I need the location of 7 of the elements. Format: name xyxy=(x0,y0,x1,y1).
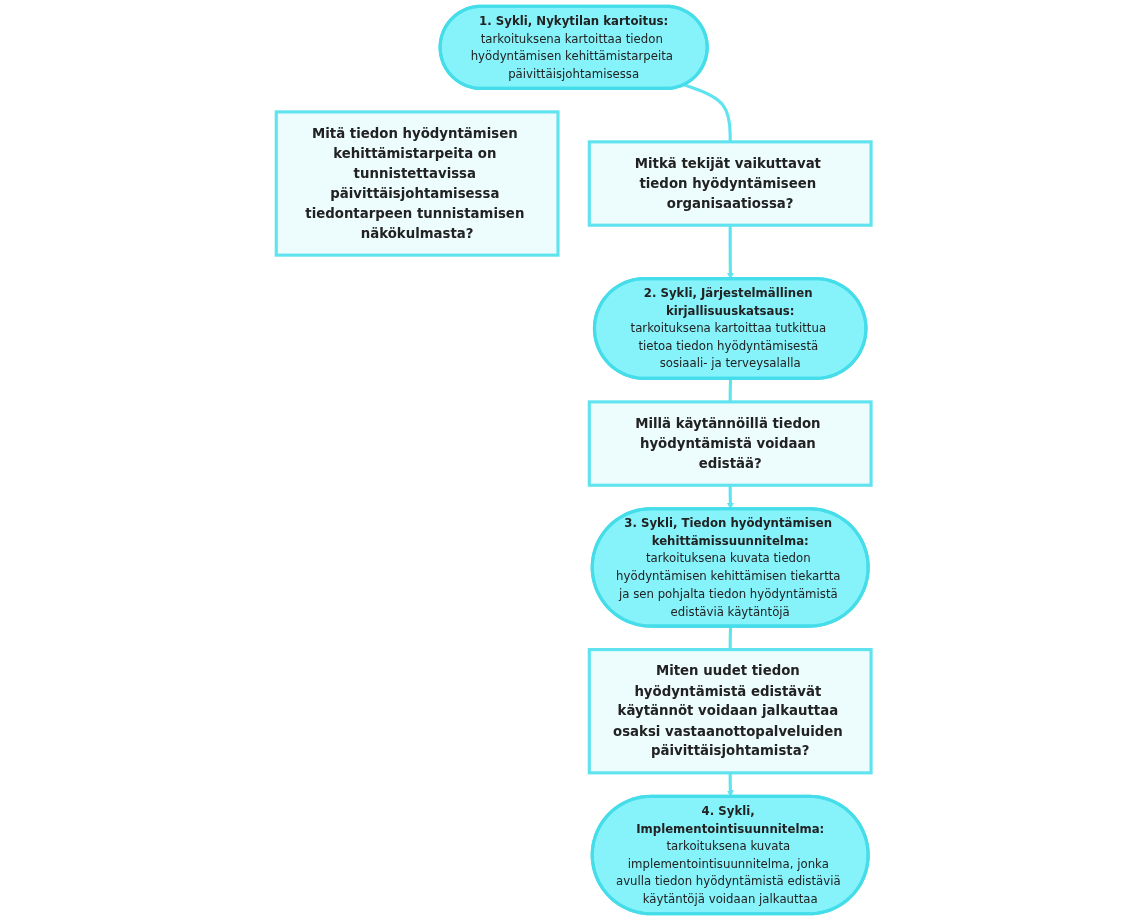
node-box: Miten uudet tiedon hyödyntämistä edistävät käytännöt voidaan jalkauttaa osaksi vastaanottopalveluiden päivittäisjohtamista? xyxy=(587,648,873,775)
node-box: Mitkä tekijät vaikuttavat tiedon hyödyntämiseen organisaatiossa? xyxy=(587,140,873,227)
node-box: Millä käytännöillä tiedon hyödyntämistä voidaan edistää? xyxy=(587,400,873,487)
connector xyxy=(728,626,732,650)
node-box: Mitä tiedon hyödyntämisen kehittämistarpeita on tunnistettavissa päivittäisjohtamisessa tiedontarpeen tunnistamisen näkökulmasta? xyxy=(274,110,560,257)
connector xyxy=(728,378,732,402)
connector xyxy=(683,83,732,142)
